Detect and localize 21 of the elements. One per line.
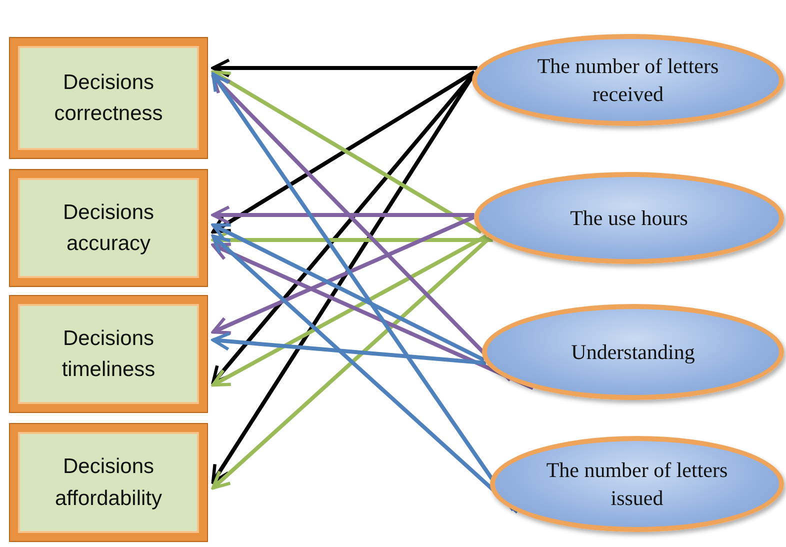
node-label: Decisions accuracy [62,200,156,257]
arrow [211,72,516,512]
arrow [211,223,485,362]
node-label: The use hours [569,204,689,232]
node-label: The number of letters received [536,52,720,108]
node-label: The number of letters issued [545,456,729,512]
arrow [211,236,491,490]
process-box [10,170,207,286]
arrow [211,234,488,387]
arrow [211,215,475,334]
arrow [211,205,474,225]
arrow [211,230,493,250]
node-label: Understanding [570,338,696,366]
node-label: Decisions correctness [53,70,164,127]
process-box [10,296,207,412]
node-label: Decisions affordability [54,454,163,512]
process-box [10,424,207,541]
arrow [211,58,478,78]
arrow [211,234,519,514]
process-box [10,38,207,158]
node-label: Decisions timeliness [60,326,156,383]
